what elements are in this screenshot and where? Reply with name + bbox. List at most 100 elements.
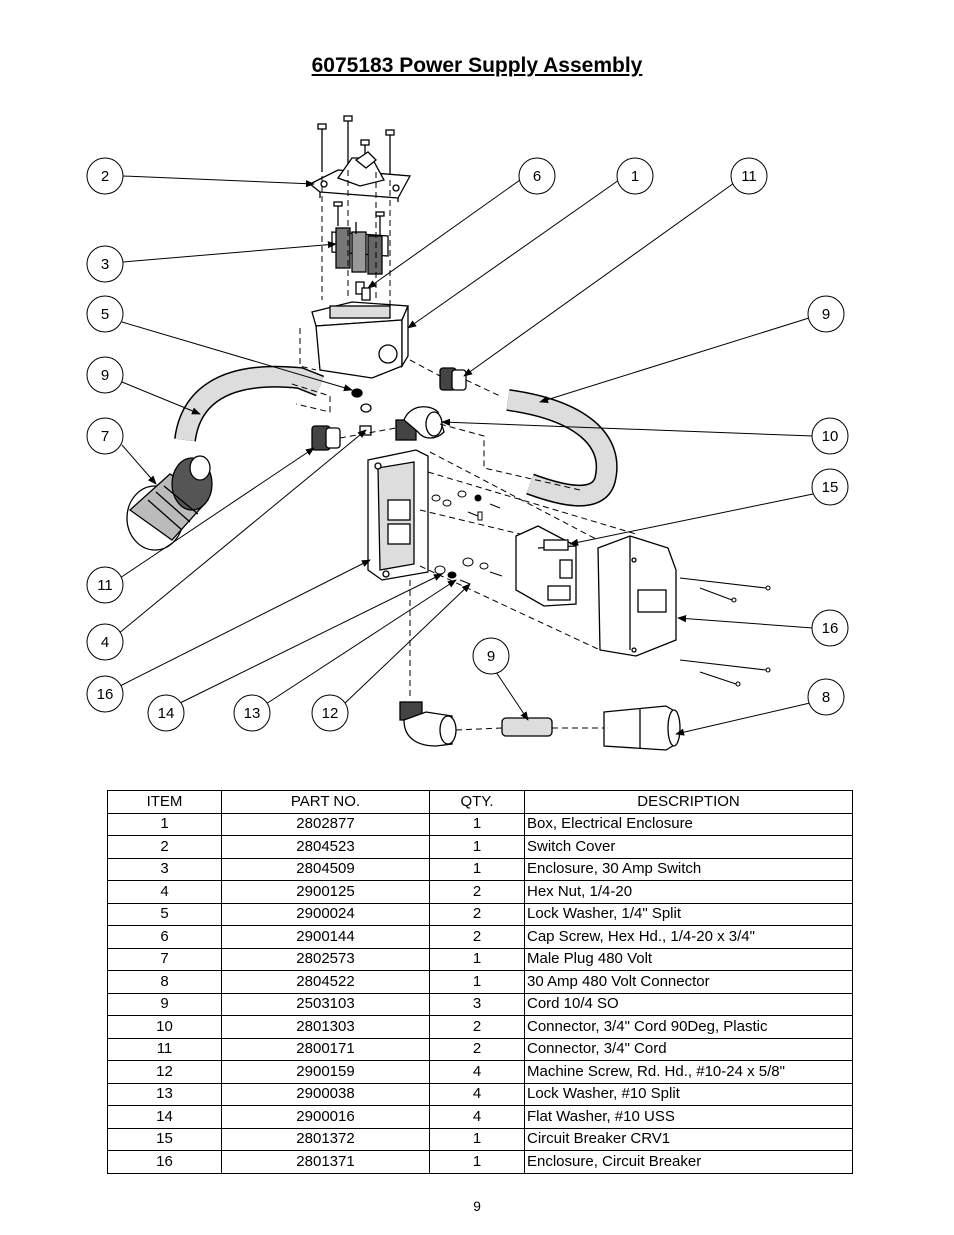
part-no-cell: 2503103	[221, 992, 430, 1016]
leader-lines	[117, 175, 814, 736]
part-no-cell: 2900038	[221, 1082, 430, 1106]
part-no-cell: 2801371	[221, 1150, 430, 1174]
callout-circle	[86, 417, 124, 455]
description-cell: Box, Electrical Enclosure	[524, 812, 853, 836]
callout-number: 9	[822, 306, 830, 323]
callout-number: 3	[101, 256, 109, 273]
callout-14: 4	[86, 623, 124, 661]
item-cell: 15	[107, 1127, 222, 1151]
qty-cell: 1	[429, 1127, 525, 1151]
callout-13: 16	[811, 609, 849, 647]
qty-cell: 2	[429, 902, 525, 926]
callout-circle	[730, 157, 768, 195]
circuit-breaker	[515, 525, 577, 607]
item-cell: 6	[107, 925, 222, 949]
callout-number: 16	[822, 620, 839, 637]
base-enclosure	[367, 449, 429, 581]
column-header-item: ITEM	[107, 790, 222, 814]
item-cell: 2	[107, 835, 222, 859]
qty-cell: 2	[429, 1015, 525, 1039]
callout-circle	[811, 417, 849, 455]
part-no-cell: 2801303	[221, 1015, 430, 1039]
cord-left	[174, 365, 325, 442]
item-cell: 9	[107, 992, 222, 1016]
callout-circle	[233, 694, 271, 732]
callout-number: 1	[631, 168, 639, 185]
angle-connector	[395, 406, 445, 441]
callout-5: 3	[86, 245, 124, 283]
item-cell: 14	[107, 1105, 222, 1129]
callout-circle	[811, 468, 849, 506]
qty-cell: 2	[429, 925, 525, 949]
description-cell: Hex Nut, 1/4-20	[524, 880, 853, 904]
description-cell: Switch Cover	[524, 835, 853, 859]
callout-10: 10	[811, 417, 849, 455]
part-no-cell: 2800171	[221, 1037, 430, 1061]
callout-number: 12	[322, 705, 339, 722]
callout-circle	[518, 157, 556, 195]
item-cell: 3	[107, 857, 222, 881]
qty-cell: 1	[429, 970, 525, 994]
breaker-cover	[597, 535, 677, 657]
callout-number: 10	[822, 428, 839, 445]
part-no-cell: 2801372	[221, 1127, 430, 1151]
callout-number: 8	[822, 689, 830, 706]
item-cell: 1	[107, 812, 222, 836]
switch-cover	[308, 151, 412, 202]
qty-cell: 1	[429, 947, 525, 971]
parts-drawing	[126, 115, 771, 751]
description-cell: Male Plug 480 Volt	[524, 947, 853, 971]
item-cell: 5	[107, 902, 222, 926]
qty-cell: 3	[429, 992, 525, 1016]
part-no-cell: 2802573	[221, 947, 430, 971]
callout-circle	[807, 295, 845, 333]
part-no-cell: 2900144	[221, 925, 430, 949]
callout-number: 14	[158, 705, 175, 722]
qty-cell: 4	[429, 1082, 525, 1106]
callout-3: 1	[616, 157, 654, 195]
callout-19: 13	[233, 694, 271, 732]
callout-number: 16	[97, 686, 114, 703]
callout-number: 11	[741, 168, 757, 185]
callout-number: 11	[97, 577, 113, 594]
callout-circle	[86, 566, 124, 604]
column-header-qty: QTY.	[429, 790, 525, 814]
callout-number: 13	[244, 705, 261, 722]
qty-cell: 1	[429, 835, 525, 859]
callout-9: 7	[86, 417, 124, 455]
description-cell: 30 Amp 480 Volt Connector	[524, 970, 853, 994]
bottom-angle-connector	[399, 701, 457, 747]
callout-circle	[616, 157, 654, 195]
column-header-part-no: PART NO.	[221, 790, 430, 814]
washer-screw-sets	[431, 490, 503, 585]
callout-number: 5	[101, 306, 109, 323]
callout-6: 5	[86, 295, 124, 333]
callout-number: 9	[487, 648, 495, 665]
qty-cell: 2	[429, 1037, 525, 1061]
cord-connector-left	[311, 425, 341, 451]
callout-number: 4	[101, 634, 109, 651]
page-number: 9	[473, 1198, 481, 1214]
part-no-cell: 2804523	[221, 835, 430, 859]
callout-15: 9	[472, 637, 510, 675]
qty-cell: 1	[429, 812, 525, 836]
qty-cell: 1	[429, 1150, 525, 1174]
callout-1: 2	[86, 157, 124, 195]
page-title: 6075183 Power Supply Assembly	[311, 54, 643, 77]
callout-4: 11	[730, 157, 768, 195]
description-cell: Lock Washer, 1/4" Split	[524, 902, 853, 926]
part-no-cell: 2900016	[221, 1105, 430, 1129]
